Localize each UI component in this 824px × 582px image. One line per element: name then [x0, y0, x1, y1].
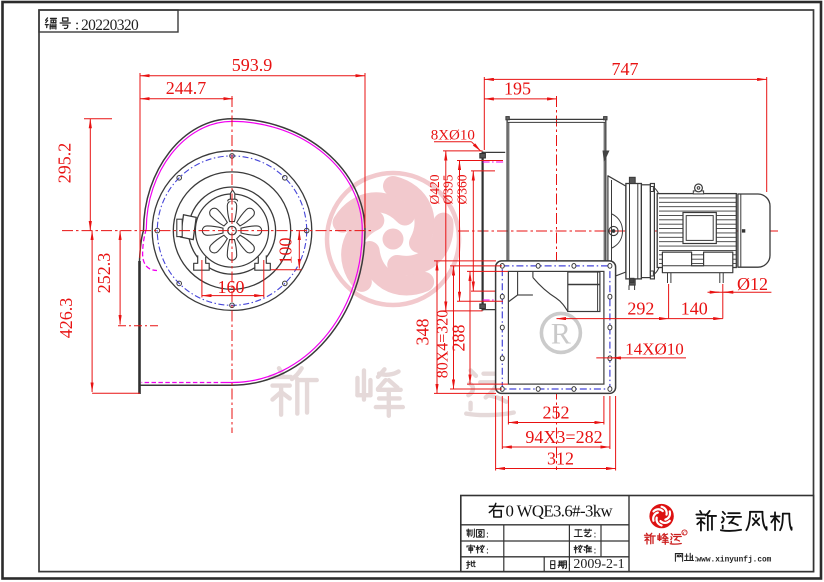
svg-text::: : — [75, 18, 79, 34]
svg-text:www.xinyunfj.com: www.xinyunfj.com — [697, 557, 772, 565]
svg-text:14XØ10: 14XØ10 — [625, 340, 684, 359]
svg-text:Ø360: Ø360 — [454, 174, 469, 204]
svg-text:94X3=282: 94X3=282 — [525, 427, 602, 447]
svg-text::: : — [486, 530, 489, 541]
svg-text:747: 747 — [612, 59, 639, 79]
svg-text:140: 140 — [681, 299, 708, 319]
svg-text:348: 348 — [413, 319, 433, 346]
svg-text:Ø420: Ø420 — [427, 174, 442, 204]
svg-text:R: R — [551, 318, 571, 351]
svg-text:252: 252 — [543, 403, 570, 423]
svg-text::: : — [486, 546, 489, 557]
svg-text:312: 312 — [547, 449, 574, 469]
svg-text:295.2: 295.2 — [55, 143, 75, 184]
svg-text:288: 288 — [449, 325, 469, 352]
svg-text:252.3: 252.3 — [94, 253, 114, 294]
svg-text:0 WQE3.6#-3kw: 0 WQE3.6#-3kw — [506, 502, 614, 521]
svg-text:593.9: 593.9 — [232, 55, 273, 75]
svg-text:20220320: 20220320 — [81, 17, 139, 34]
svg-text:Ø395: Ø395 — [441, 174, 456, 204]
svg-text:426.3: 426.3 — [56, 298, 76, 339]
svg-text::: : — [594, 530, 597, 541]
svg-text::: : — [568, 561, 571, 572]
svg-text::: : — [695, 554, 698, 565]
svg-text:160: 160 — [218, 277, 245, 297]
svg-text:8XØ10: 8XØ10 — [431, 128, 475, 144]
svg-text:2009-2-1: 2009-2-1 — [573, 557, 624, 572]
svg-text:195: 195 — [504, 79, 531, 99]
svg-text:80X4=320: 80X4=320 — [435, 310, 452, 379]
svg-text:292: 292 — [627, 299, 654, 319]
svg-text:100: 100 — [276, 238, 296, 265]
svg-text:244.7: 244.7 — [166, 78, 207, 98]
svg-text:c: c — [683, 529, 686, 537]
svg-text:Ø12: Ø12 — [737, 274, 768, 294]
svg-text::: : — [594, 546, 597, 557]
